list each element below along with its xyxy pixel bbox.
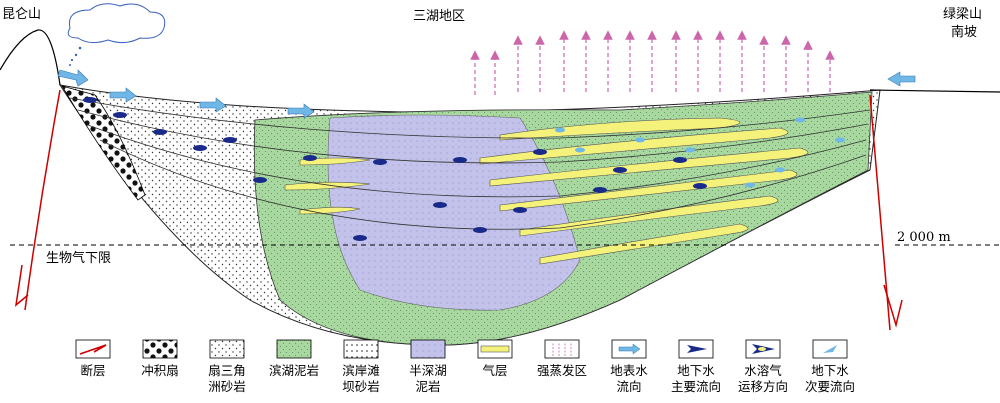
basin-body — [58, 84, 881, 346]
legend-label: 冲积扇 — [141, 363, 179, 378]
fault-left-arrow — [14, 264, 29, 307]
legend-label: 地表水 — [610, 363, 648, 378]
alluvial-fan-region — [61, 85, 146, 201]
legend-label: 断层 — [80, 363, 105, 378]
beach-bar-sandstone-icon — [343, 339, 379, 359]
legend-label-line2: 主要流向 — [671, 379, 721, 394]
fault-right — [869, 94, 891, 331]
legend-label: 地下水 — [811, 363, 849, 378]
surface-line-right — [869, 89, 1000, 93]
legend-label-line2: 坝砂岩 — [342, 379, 380, 394]
label-bio-limit: 生物气下限 — [46, 250, 111, 266]
fault-right-arrow — [883, 284, 903, 328]
legend-label-line2: 次要流向 — [805, 379, 855, 394]
label-lvliang-1: 绿梁山 — [943, 7, 982, 22]
groundwater-main-arrows — [83, 97, 707, 241]
rain-dots — [69, 46, 82, 66]
fan-delta-sandstone-icon — [209, 339, 245, 359]
label-lvliang-2: 南坡 — [951, 24, 977, 40]
legend-label: 强蒸发区 — [537, 363, 587, 378]
alluvial-fan-icon — [142, 339, 178, 359]
cloud-icon — [67, 3, 166, 44]
legend-label: 气层 — [482, 363, 507, 378]
legend: 断层冲积扇扇三角洲砂岩滨湖泥岩滨岸滩坝砂岩半深湖泥岩气层强蒸发区地表水流向地下水… — [75, 339, 855, 394]
legend-label: 地下水 — [677, 363, 715, 378]
legend-item: 气层 — [477, 339, 513, 378]
legend-label-line2: 洲砂岩 — [208, 379, 246, 394]
legend-item: 断层 — [75, 339, 111, 378]
fault-left — [24, 89, 61, 311]
label-sanhu: 三湖地区 — [413, 9, 465, 24]
strata-lines — [69, 97, 871, 230]
evaporation-zone-icon — [544, 339, 580, 359]
legend-label-line2: 运移方向 — [738, 379, 788, 394]
legend-label: 滨湖泥岩 — [269, 363, 319, 378]
legend-label-line2: 泥岩 — [415, 379, 440, 394]
label-depth: 2 000 m — [897, 230, 951, 245]
evaporation-arrows — [470, 30, 835, 95]
surface-water-arrows — [57, 69, 916, 119]
legend-label: 半深湖 — [409, 363, 447, 378]
gas-layers — [284, 117, 809, 265]
legend-label: 水溶气 — [744, 363, 782, 378]
label-kunlun: 昆仑山 — [2, 7, 41, 22]
mountain-left — [0, 29, 61, 86]
legend-label-line2: 流向 — [616, 379, 641, 394]
shore-lake-mudstone-icon — [276, 339, 312, 359]
semi-deep-lake-mudstone-icon — [410, 339, 446, 359]
legend-item: 滨湖泥岩 — [269, 339, 319, 378]
semi-deep-lake-mudstone-region — [327, 114, 581, 311]
legend-label: 滨岸滩 — [342, 363, 380, 378]
legend-item: 冲积扇 — [141, 339, 179, 378]
legend-item: 强蒸发区 — [537, 339, 587, 378]
legend-label: 扇三角 — [208, 363, 246, 378]
groundwater-secondary-arrows — [555, 117, 845, 188]
